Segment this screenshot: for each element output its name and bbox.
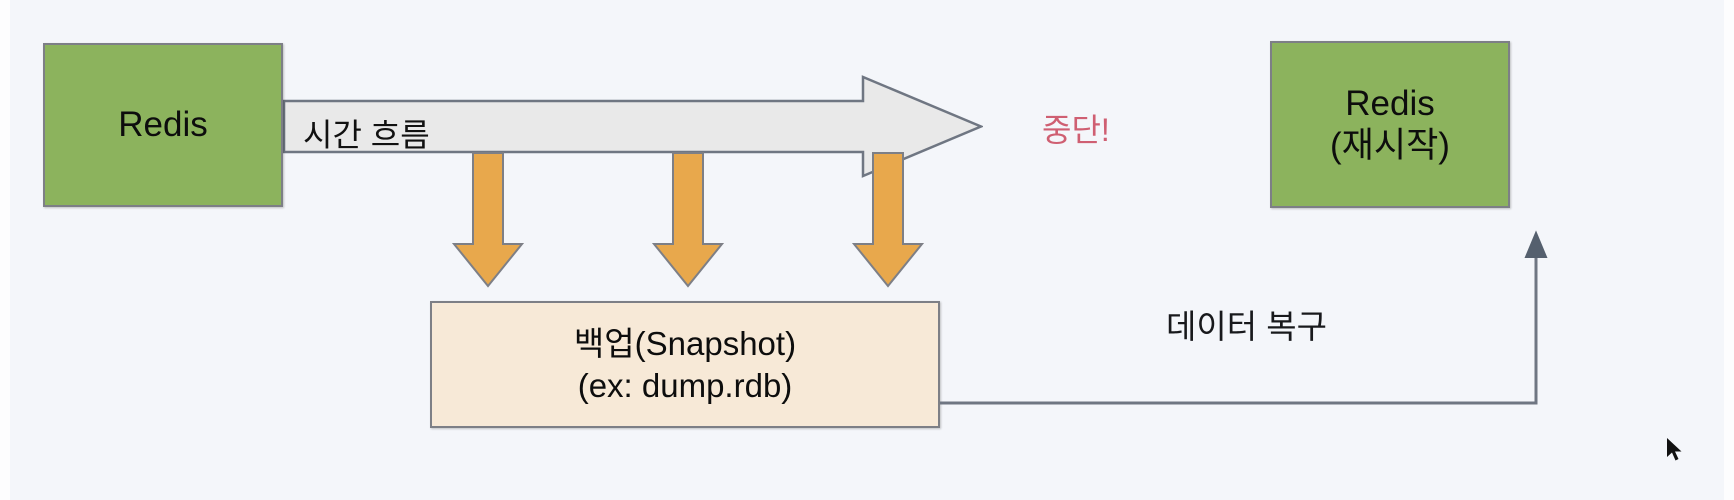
snapshot-down-arrow-3 [852, 152, 924, 288]
redis-node-original[interactable]: Redis [43, 43, 283, 207]
right-gutter [1724, 0, 1734, 500]
data-recovery-label: 데이터 복구 [1166, 308, 1327, 345]
mouse-pointer-icon [1666, 437, 1684, 463]
halt-label: 중단! [1042, 112, 1110, 148]
snapshot-down-arrow-1 [452, 152, 524, 288]
left-gutter [0, 0, 10, 500]
time-flow-label: 시간 흐름 [303, 117, 430, 153]
snapshot-node-label-line1: 백업(Snapshot) [573, 325, 797, 363]
redis-node-original-label: Redis [118, 105, 208, 145]
snapshot-node[interactable]: 백업(Snapshot) (ex: dump.rdb) [430, 301, 940, 428]
data-recovery-connector [930, 200, 1560, 415]
redis-node-restarted-label-line1: Redis [1345, 84, 1435, 124]
redis-node-restarted-label-line2: (재시작) [1330, 125, 1450, 165]
redis-node-restarted[interactable]: Redis (재시작) [1270, 41, 1510, 208]
snapshot-node-label-line2: (ex: dump.rdb) [577, 366, 793, 404]
snapshot-down-arrow-2 [652, 152, 724, 288]
time-flow-block-arrow [283, 75, 983, 178]
